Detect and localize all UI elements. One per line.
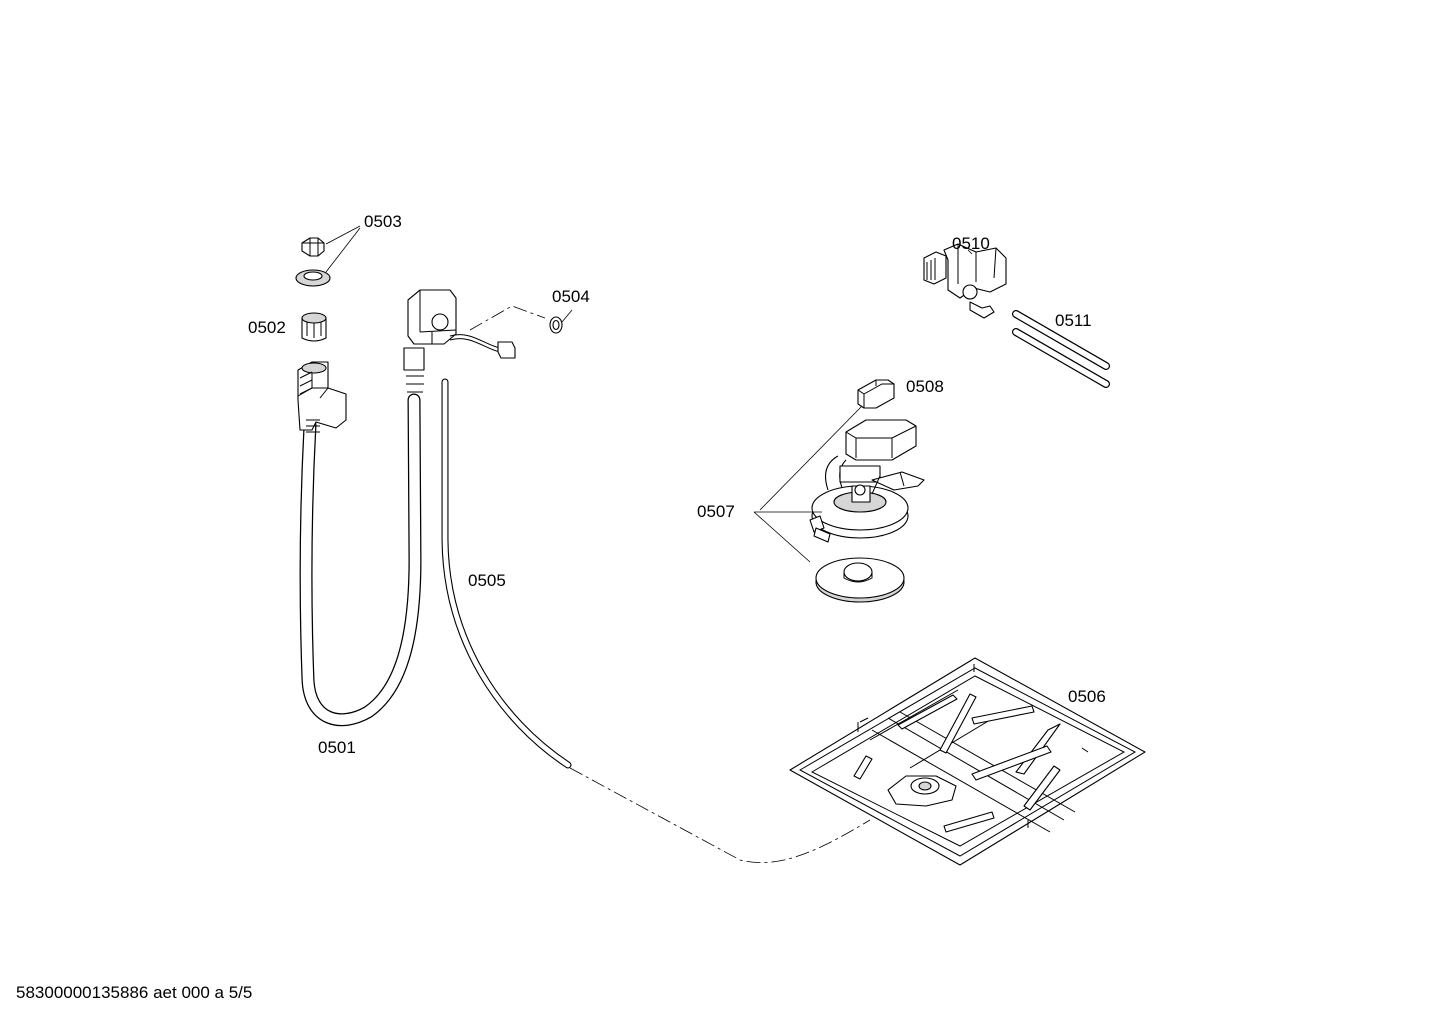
label-0502: 0502	[248, 318, 286, 337]
part-0511-rods	[1012, 310, 1110, 388]
label-0503: 0503	[364, 212, 402, 231]
label-0504: 0504	[552, 287, 590, 306]
part-0508-connector	[759, 379, 895, 511]
part-0506-base-plate	[789, 657, 1146, 866]
document-id-footer: 58300000135886 aet 000 a 5/5	[16, 983, 252, 1002]
part-0505-drain-tube	[441, 378, 871, 863]
part-0507-pressure-switch	[753, 419, 925, 603]
part-aquastop-box	[403, 289, 546, 393]
label-0510: 0510	[952, 234, 990, 253]
label-0507: 0507	[697, 502, 735, 521]
label-0505: 0505	[468, 571, 506, 590]
label-0511: 0511	[1055, 311, 1092, 330]
label-0506: 0506	[1068, 687, 1106, 706]
label-0501: 0501	[318, 738, 356, 757]
label-0508: 0508	[906, 377, 944, 396]
part-0510-inlet-valve	[923, 243, 1007, 319]
part-0501-inlet-hose	[297, 361, 422, 727]
part-0502-cap	[301, 312, 327, 342]
part-0503-nut-washer	[295, 225, 361, 287]
part-0504-seal-ring	[549, 309, 573, 334]
